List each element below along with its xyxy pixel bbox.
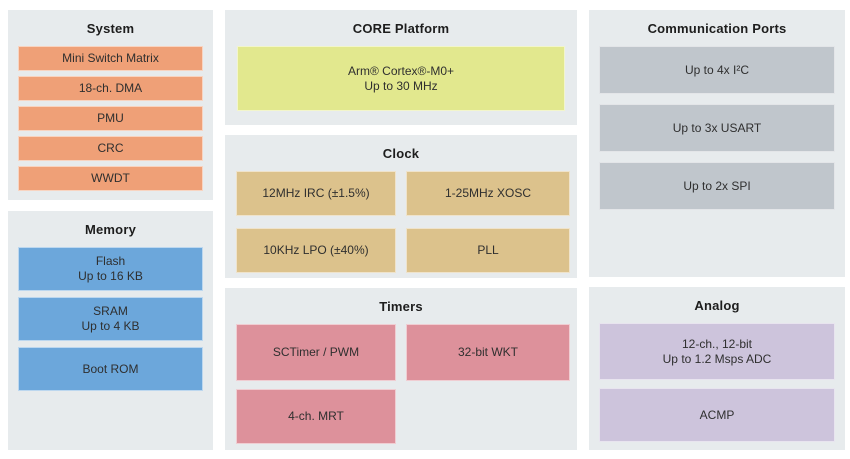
clock-blocks: 12MHz IRC (±1.5%) 1-25MHz XOSC 10KHz LPO… <box>225 171 577 273</box>
block-acmp: ACMP <box>599 388 835 442</box>
block-irc: 12MHz IRC (±1.5%) <box>236 171 396 216</box>
analog-blocks: 12-ch., 12-bit Up to 1.2 Msps ADC ACMP <box>589 323 845 442</box>
left-column: System Mini Switch Matrix 18-ch. DMA PMU… <box>8 10 213 450</box>
memory-blocks: Flash Up to 16 KB SRAM Up to 4 KB Boot R… <box>8 247 213 391</box>
block-pll: PLL <box>406 228 570 273</box>
block-cortex-m0plus: Arm® Cortex®-M0+ Up to 30 MHz <box>237 46 565 111</box>
system-panel-title: System <box>86 21 135 36</box>
clock-panel: Clock 12MHz IRC (±1.5%) 1-25MHz XOSC 10K… <box>225 135 577 278</box>
middle-column: CORE Platform Arm® Cortex®-M0+ Up to 30 … <box>225 10 577 450</box>
block-usart: Up to 3x USART <box>599 104 835 152</box>
clock-panel-title: Clock <box>382 146 420 161</box>
block-lpo: 10KHz LPO (±40%) <box>236 228 396 273</box>
block-mini-switch-matrix: Mini Switch Matrix <box>18 46 203 71</box>
block-i2c: Up to 4x I²C <box>599 46 835 94</box>
block-boot-rom: Boot ROM <box>18 347 203 391</box>
timers-blocks: SCTimer / PWM 32-bit WKT 4-ch. MRT <box>225 324 577 444</box>
right-column: Communication Ports Up to 4x I²C Up to 3… <box>589 10 845 450</box>
block-flash: Flash Up to 16 KB <box>18 247 203 291</box>
communication-ports-panel-title: Communication Ports <box>647 21 787 36</box>
block-pmu: PMU <box>18 106 203 131</box>
block-sram: SRAM Up to 4 KB <box>18 297 203 341</box>
memory-panel-title: Memory <box>84 222 137 237</box>
block-wkt: 32-bit WKT <box>406 324 570 381</box>
memory-panel: Memory Flash Up to 16 KB SRAM Up to 4 KB… <box>8 211 213 450</box>
block-spi: Up to 2x SPI <box>599 162 835 210</box>
analog-panel-title: Analog <box>694 298 740 313</box>
system-panel: System Mini Switch Matrix 18-ch. DMA PMU… <box>8 10 213 200</box>
block-adc: 12-ch., 12-bit Up to 1.2 Msps ADC <box>599 323 835 380</box>
block-dma: 18-ch. DMA <box>18 76 203 101</box>
block-wwdt: WWDT <box>18 166 203 191</box>
communication-ports-panel: Communication Ports Up to 4x I²C Up to 3… <box>589 10 845 277</box>
block-mrt: 4-ch. MRT <box>236 389 396 444</box>
block-xosc: 1-25MHz XOSC <box>406 171 570 216</box>
core-platform-blocks: Arm® Cortex®-M0+ Up to 30 MHz <box>225 46 577 111</box>
communication-ports-blocks: Up to 4x I²C Up to 3x USART Up to 2x SPI <box>589 46 845 210</box>
timers-panel: Timers SCTimer / PWM 32-bit WKT 4-ch. MR… <box>225 288 577 450</box>
core-platform-panel-title: CORE Platform <box>352 21 450 36</box>
block-crc: CRC <box>18 136 203 161</box>
core-platform-panel: CORE Platform Arm® Cortex®-M0+ Up to 30 … <box>225 10 577 125</box>
block-sctimer-pwm: SCTimer / PWM <box>236 324 396 381</box>
timers-panel-title: Timers <box>379 299 423 314</box>
system-blocks: Mini Switch Matrix 18-ch. DMA PMU CRC WW… <box>8 46 213 191</box>
analog-panel: Analog 12-ch., 12-bit Up to 1.2 Msps ADC… <box>589 287 845 450</box>
